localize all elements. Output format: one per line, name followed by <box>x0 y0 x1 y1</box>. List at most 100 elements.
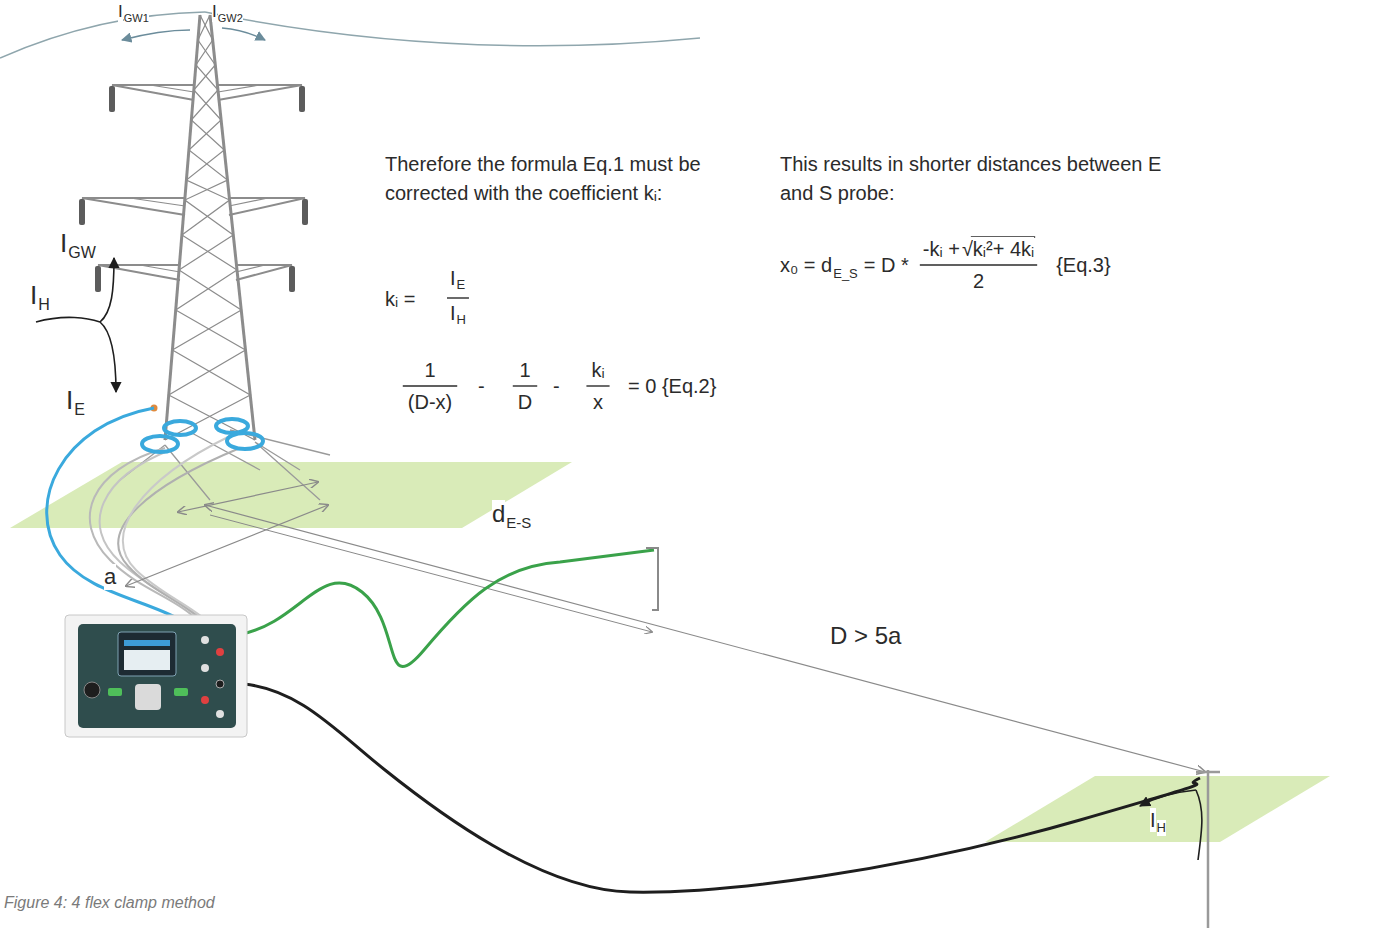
formula-label: H <box>457 312 466 328</box>
current-arrow <box>1140 790 1196 806</box>
current-cable <box>47 408 206 646</box>
formula-label: x₀ = d <box>780 253 832 277</box>
formula-label: I <box>66 385 73 416</box>
current-cable <box>244 684 1200 892</box>
ground-wire <box>205 12 700 46</box>
socket <box>201 664 209 672</box>
current-arrow <box>36 317 100 322</box>
formula-label: GW2 <box>218 12 243 25</box>
dimension-line <box>178 482 318 512</box>
flex-clamp <box>164 421 196 435</box>
fraction-bar <box>447 297 469 298</box>
formula-label: kᵢ <box>591 358 604 382</box>
ground-plane <box>10 462 572 528</box>
formula-label: GW1 <box>124 12 149 25</box>
formula-label: E-S <box>506 514 531 532</box>
formula-label: I <box>450 301 456 325</box>
formula-label: I <box>212 2 217 22</box>
cross-arm <box>82 198 305 215</box>
formula-note: This results in shorter distances betwee… <box>780 150 1180 208</box>
current-arrow <box>222 28 265 40</box>
formula-label: = 0 {Eq.2} <box>628 374 716 398</box>
dimension-line <box>126 505 328 586</box>
current-arrow <box>100 322 116 392</box>
power-button <box>84 682 100 698</box>
instrument-key <box>174 688 188 696</box>
formula-label: -kᵢ + <box>923 237 960 261</box>
instrument-key <box>108 688 122 696</box>
ground-wire <box>0 12 205 58</box>
formula-label: GW <box>68 243 96 262</box>
s-probe <box>646 548 658 610</box>
socket <box>216 680 224 688</box>
formula-label: D <box>518 390 532 414</box>
insulator <box>79 199 85 225</box>
figure-caption: Figure 4: 4 flex clamp method <box>4 893 215 912</box>
formula-note: Therefore the formula Eq.1 must be corre… <box>385 150 725 208</box>
socket <box>216 710 224 718</box>
tower-lattice <box>130 85 268 272</box>
cross-arm <box>98 265 292 280</box>
insulator <box>109 86 115 112</box>
formula-label: kᵢ²+ 4kᵢ <box>973 237 1034 261</box>
instrument-panel <box>78 624 236 728</box>
current-arrow <box>122 30 190 40</box>
formula-label: - <box>553 374 560 398</box>
socket <box>201 696 209 704</box>
formula-label: E_S <box>833 266 858 282</box>
instrument-case <box>65 615 247 737</box>
current-arrow <box>1196 790 1202 860</box>
formula-label: D > 5a <box>830 622 901 651</box>
formula-label: = D * <box>864 253 909 277</box>
instrument-screen <box>118 632 176 676</box>
current-arrow <box>100 258 114 322</box>
dimension-line <box>210 515 652 632</box>
socket <box>201 636 209 644</box>
flex-clamp <box>142 419 263 452</box>
formula-label: 2 <box>973 269 984 293</box>
insulator <box>302 199 308 225</box>
transmission-tower <box>82 15 305 440</box>
tower-lattice <box>169 15 255 440</box>
fraction-bar <box>586 385 609 386</box>
tower-lattice <box>165 15 250 440</box>
formula-label: E <box>74 400 85 419</box>
formula-label: I <box>118 2 123 22</box>
h-probe <box>1196 771 1220 774</box>
formula-label: 1 <box>519 358 530 382</box>
insulator <box>299 86 305 112</box>
formula-label: {Eq.3} <box>1056 253 1111 277</box>
formula-label: d <box>492 500 505 529</box>
screen-area <box>124 650 170 670</box>
flex-clamp <box>216 419 248 433</box>
formula-label: x <box>593 390 603 414</box>
formula-label: I <box>450 266 456 290</box>
fraction-bar <box>920 264 1037 265</box>
flex-clamp <box>142 436 178 452</box>
formula-label: H <box>1157 820 1166 836</box>
formula-label: a <box>104 564 116 590</box>
formula-label: H <box>38 295 50 314</box>
fraction-bar <box>513 385 537 386</box>
formula-label: I <box>30 280 37 311</box>
formula-label: 1 <box>424 358 435 382</box>
insulator <box>289 266 295 292</box>
tower-leg <box>165 15 200 440</box>
cross-arm <box>112 85 302 100</box>
formula-label: I <box>60 228 67 259</box>
flex-clamp <box>227 433 263 449</box>
dimension-line <box>205 505 1205 772</box>
screen-bar <box>124 640 170 646</box>
earth-electrode <box>120 430 330 500</box>
formula-label: - <box>478 374 485 398</box>
formula-label: E <box>457 277 466 293</box>
h-probe <box>1207 770 1210 928</box>
formula-label: (D-x) <box>408 390 452 414</box>
potential-cable <box>242 550 654 667</box>
formula-label: I <box>1150 808 1156 832</box>
formula-label: √ <box>962 237 973 261</box>
fraction-bar <box>403 385 457 386</box>
